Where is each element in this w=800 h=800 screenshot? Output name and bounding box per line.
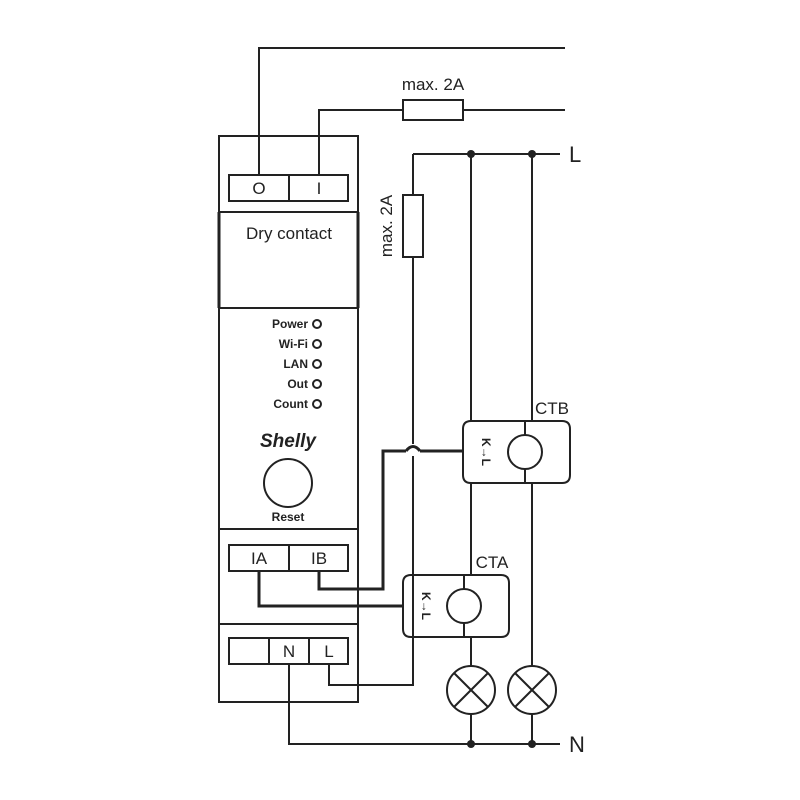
mode-label: Dry contact [246,224,332,243]
led-indicator-icon [312,399,322,409]
terminal-l-label: L [324,642,333,661]
ct-wire-ib [404,445,422,452]
terminal-i-label: I [317,179,322,198]
ct-wire-ia [257,571,403,608]
ct-core-icon [446,588,482,624]
ctb-direction: K→L [479,438,493,466]
ctb-label: CTB [535,399,569,418]
cta-label: CTA [476,553,509,572]
fuse-vertical [402,194,424,258]
fuse-vertical-label: max. 2A [377,194,396,257]
ct-core-icon [507,434,543,470]
wire-i [318,109,403,175]
cta-direction: K→L [419,592,433,620]
led-label-out: Out [287,377,308,391]
live-branch [328,456,414,686]
shelly-logo: Shelly [260,431,317,452]
junction-dot [467,150,475,158]
led-indicator-icon [312,379,322,389]
led-label-count: Count [273,397,308,411]
neutral-label: N [569,732,585,757]
junction-dot [467,740,475,748]
fuse-top-label: max. 2A [402,75,465,94]
led-label-wifi: Wi-Fi [279,337,308,351]
lamp-icon [507,665,557,715]
live-label: L [569,142,581,167]
led-indicator-icon [312,319,322,329]
device-housing [218,135,359,703]
led-indicator-icon [312,339,322,349]
ct-wire-ib [317,449,406,591]
wire-o [258,47,565,175]
terminal-o-label: O [252,179,265,198]
terminal-ib-label: IB [311,549,327,568]
terminal-ia-label: IA [251,549,268,568]
led-label-lan: LAN [283,357,308,371]
terminal-n-label: N [283,642,295,661]
led-indicator-icon [312,359,322,369]
lamp-icon [446,665,496,715]
junction-dot [528,150,536,158]
junction-dot [528,740,536,748]
reset-button-icon [263,458,313,508]
reset-label: Reset [272,510,305,524]
led-label-power: Power [272,317,308,331]
ct-b [462,420,571,484]
fuse-top [402,99,464,121]
ct-a [402,574,510,638]
